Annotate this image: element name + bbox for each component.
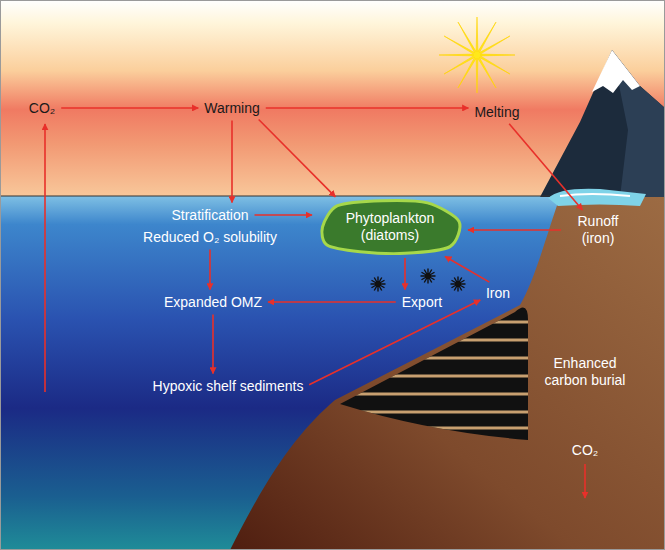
sediment-wedge: [340, 308, 528, 441]
node-text: Stratification: [171, 207, 248, 224]
causal-arrow: [212, 314, 214, 373]
node-text: Hypoxic shelf sediments: [153, 378, 304, 395]
process-label: Stratification: [168, 206, 251, 225]
causal-arrow: [468, 229, 561, 231]
node-text: Reduced O₂ solubility: [143, 229, 277, 246]
causal-arrow: [231, 120, 233, 202]
ice-shelf: [548, 189, 646, 206]
process-label: Warming: [201, 99, 263, 118]
particle-core: [455, 281, 461, 287]
process-label: Iron: [483, 284, 513, 303]
sky: [0, 0, 665, 196]
node-text: Enhanced carbon burial: [538, 355, 632, 389]
particle-spines: [371, 277, 386, 292]
sediment-layer: [330, 339, 540, 342]
process-label: Expanded OMZ: [161, 293, 265, 312]
driver-label: CO₂: [569, 441, 601, 460]
driver-label: CO₂: [26, 99, 58, 118]
node-text: Runoff (iron): [567, 213, 629, 247]
sinking-particle: [421, 269, 436, 284]
horizon-line: [0, 196, 550, 197]
particle-core: [425, 273, 431, 279]
process-label: Runoff (iron): [564, 212, 632, 248]
sediment-layer: [330, 411, 540, 414]
burial-arrow: [584, 464, 586, 498]
process-label: Enhanced carbon burial: [535, 354, 635, 390]
causal-arrow: [445, 257, 489, 283]
process-label: Hypoxic shelf sediments: [150, 377, 307, 396]
sinking-particle: [451, 277, 466, 292]
causal-arrow: [209, 249, 211, 289]
ocean: [0, 196, 665, 550]
causal-arrow: [509, 124, 582, 210]
node-text: Melting: [474, 104, 519, 121]
process-label: Reduced O₂ solubility: [140, 228, 280, 247]
causal-arrow: [404, 258, 406, 290]
causal-arrow: [259, 120, 336, 197]
node-text: Phytoplankton (diatoms): [338, 210, 442, 244]
node-text: CO₂: [572, 442, 598, 459]
causal-arrow: [266, 107, 469, 109]
sediment-layer: [330, 375, 540, 378]
sediment-layer: [330, 393, 540, 396]
sun: [439, 17, 515, 93]
sediment-layer: [330, 427, 540, 430]
feedback-arrow: [44, 124, 46, 392]
node-text: Iron: [486, 285, 510, 302]
process-label: Export: [399, 293, 445, 312]
particle-spines: [451, 277, 466, 292]
seabed: [230, 197, 665, 550]
particle-spines: [421, 269, 436, 284]
node-text: Export: [402, 294, 442, 311]
causal-arrow: [268, 301, 396, 303]
particle-core: [375, 281, 381, 287]
blob-shape: [322, 200, 460, 253]
node-text: Expanded OMZ: [164, 294, 262, 311]
node-text: CO₂: [29, 100, 55, 117]
process-label: Melting: [471, 103, 522, 122]
sinking-particle: [371, 277, 386, 292]
sediment-layers: [330, 322, 540, 428]
mountain: [540, 50, 665, 197]
snow-cap: [592, 50, 640, 93]
causal-arrow: [61, 107, 198, 109]
causal-arrow: [255, 214, 312, 216]
node-text: Warming: [204, 100, 260, 117]
phytoplankton-blob: Phytoplankton (diatoms): [315, 199, 465, 255]
causal-arrow: [309, 300, 480, 385]
